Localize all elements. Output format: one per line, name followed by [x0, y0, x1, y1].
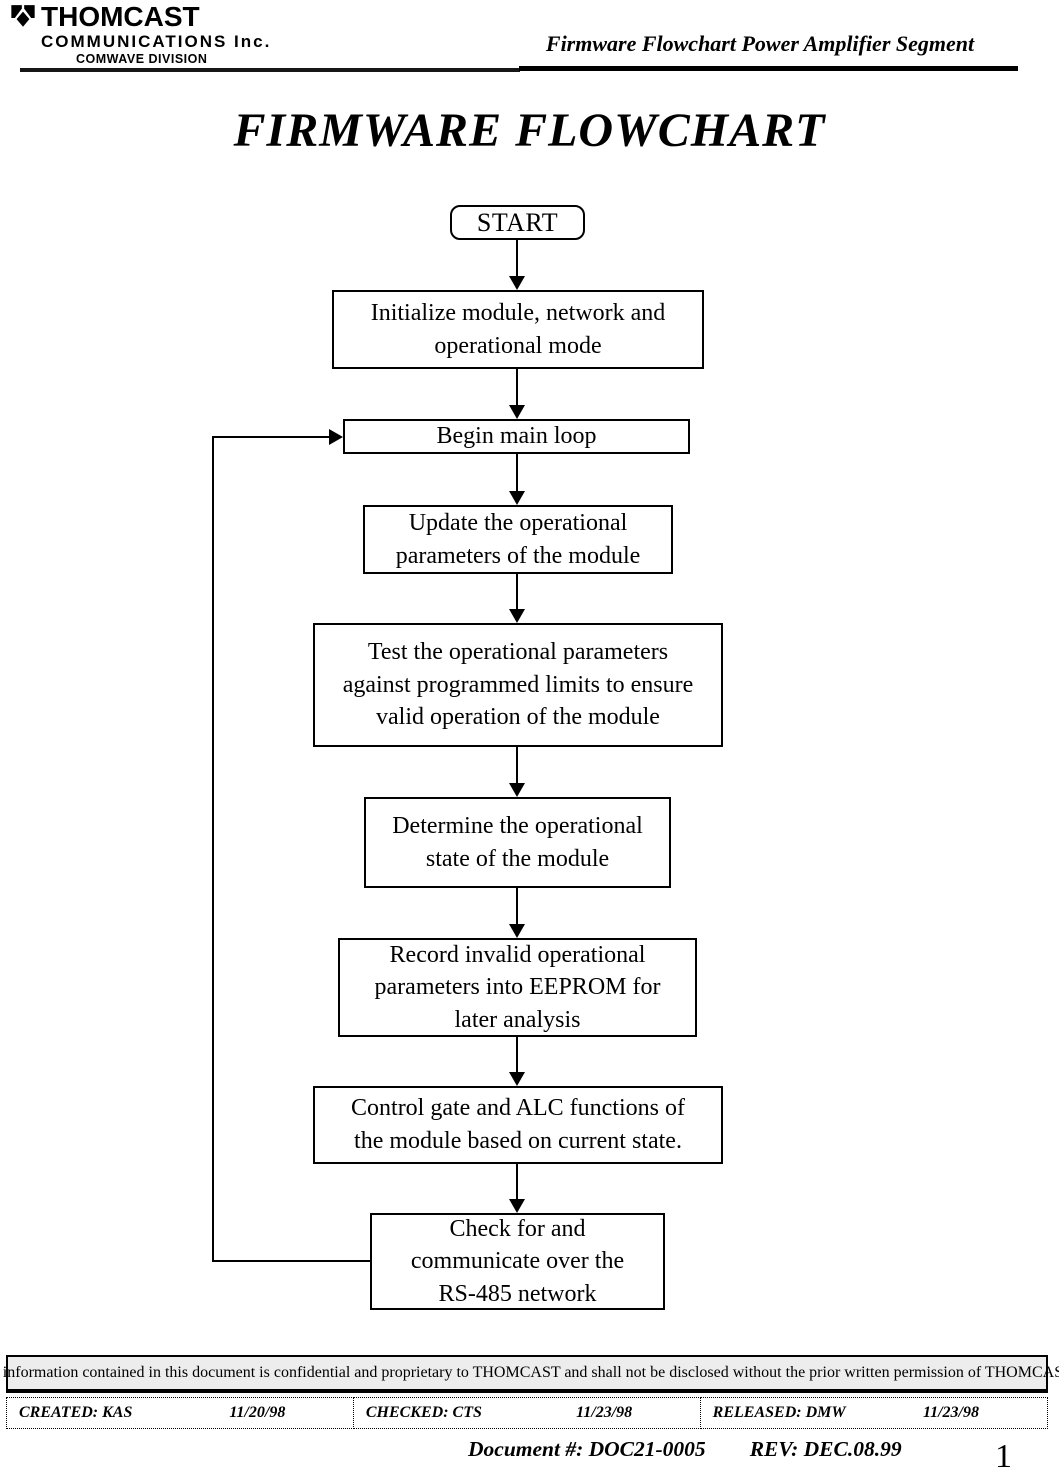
- thomcast-logo-icon: [11, 5, 35, 27]
- arrowhead-begin: [509, 405, 525, 419]
- logo-company-name: THOMCAST: [41, 1, 200, 32]
- released-date: 11/23/98: [922, 1404, 979, 1421]
- flow-node-control-gate-alc: Control gate and ALC functions of the mo…: [313, 1086, 723, 1164]
- loopback-bottom-segment: [212, 1260, 370, 1262]
- created-cell: CREATED: KAS 11/20/98: [6, 1397, 355, 1429]
- arrowhead-test: [509, 609, 525, 623]
- flow-node-begin-main-loop: Begin main loop: [343, 419, 690, 454]
- connector-update-test: [516, 574, 518, 609]
- flow-node-start: START: [450, 205, 585, 240]
- connector-begin-update: [516, 454, 518, 491]
- flow-node-check-rs485: Check for and communicate over the RS-48…: [370, 1213, 665, 1310]
- connector-test-determine: [516, 747, 518, 783]
- confidentiality-notice: All information contained in this docume…: [0, 1355, 1059, 1393]
- released-label: RELEASED: DMW: [712, 1404, 846, 1421]
- logo-division: COMWAVE DIVISION: [76, 52, 208, 66]
- arrowhead-determine: [509, 783, 525, 797]
- signature-row: CREATED: KAS 11/20/98 CHECKED: CTS 11/23…: [6, 1397, 1048, 1429]
- flow-node-initialize: Initialize module, network and operation…: [332, 290, 704, 369]
- header-document-title: Firmware Flowchart Power Amplifier Segme…: [545, 31, 975, 56]
- flow-node-update-parameters: Update the operational parameters of the…: [363, 505, 673, 574]
- connector-record-control: [516, 1037, 518, 1072]
- checked-date: 11/23/98: [576, 1404, 633, 1421]
- document-id-line: Document #: DOC21-0005 REV: DEC.08.99: [468, 1437, 902, 1462]
- page-title: FIRMWARE FLOWCHART: [233, 104, 826, 157]
- revision: REV: DEC.08.99: [749, 1437, 902, 1461]
- header-rule-right: [519, 66, 1018, 71]
- arrowhead-loopback: [329, 429, 343, 445]
- document-number: Document #: DOC21-0005: [468, 1437, 706, 1461]
- logo-company-line2: COMMUNICATIONS Inc.: [41, 32, 272, 51]
- created-date: 11/20/98: [229, 1404, 286, 1421]
- connector-determine-record: [516, 888, 518, 924]
- flow-node-record-eeprom: Record invalid operational parameters in…: [338, 938, 697, 1037]
- loopback-top-segment: [212, 436, 330, 438]
- connector-control-check: [516, 1164, 518, 1199]
- arrowhead-check: [509, 1199, 525, 1213]
- header-rule-left: [20, 68, 520, 72]
- page-number: 1: [995, 1438, 1012, 1475]
- checked-cell: CHECKED: CTS 11/23/98: [352, 1397, 702, 1429]
- loopback-vertical-segment: [212, 436, 214, 1262]
- arrowhead-initialize: [509, 276, 525, 290]
- released-cell: RELEASED: DMW 11/23/98: [699, 1397, 1048, 1429]
- flow-node-test-parameters: Test the operational parameters against …: [313, 623, 723, 747]
- checked-label: CHECKED: CTS: [365, 1404, 482, 1421]
- arrowhead-control: [509, 1072, 525, 1086]
- connector-start-initialize: [516, 240, 518, 276]
- arrowhead-update: [509, 491, 525, 505]
- connector-initialize-begin: [516, 369, 518, 405]
- arrowhead-record: [509, 924, 525, 938]
- created-label: CREATED: KAS: [19, 1404, 133, 1421]
- flow-node-determine-state: Determine the operational state of the m…: [364, 797, 671, 888]
